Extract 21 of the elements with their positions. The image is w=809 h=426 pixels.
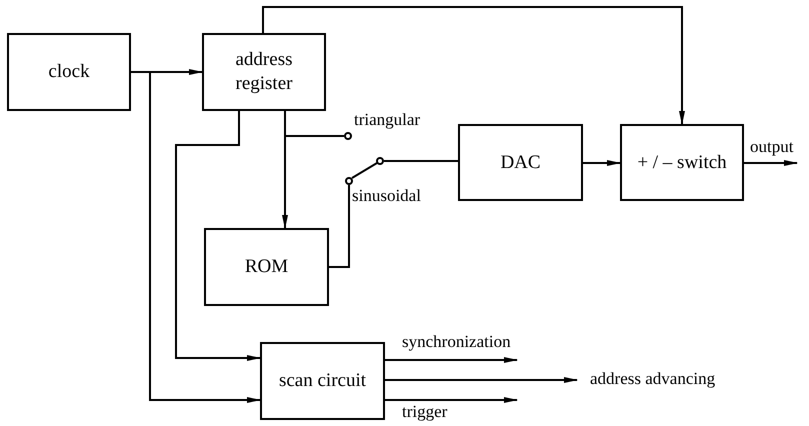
block-box: + / – switch	[620, 124, 744, 201]
connector-arrow	[282, 111, 288, 229]
switch-contact	[345, 177, 353, 185]
terminal-label: sinusoidal	[352, 186, 421, 206]
connector-arrow	[175, 111, 261, 361]
switch-contact	[344, 132, 352, 140]
block-box: scan circuit	[260, 342, 385, 420]
block-box: ROM	[204, 228, 329, 306]
connector-arrow	[385, 377, 578, 383]
block-box: clock	[7, 33, 131, 111]
connector-arrow	[262, 6, 685, 125]
connector-arrow	[385, 357, 518, 363]
block-box: address register	[202, 33, 326, 111]
connector-arrow	[583, 160, 621, 166]
block-box: DAC	[458, 124, 583, 201]
terminal-label: triangular	[354, 110, 420, 130]
edge-label: synchronization	[402, 332, 511, 352]
connector-arrow	[744, 160, 798, 166]
connector-arrow	[385, 397, 518, 403]
switch-contact	[376, 157, 384, 165]
edge-label: address advancing	[590, 369, 716, 389]
